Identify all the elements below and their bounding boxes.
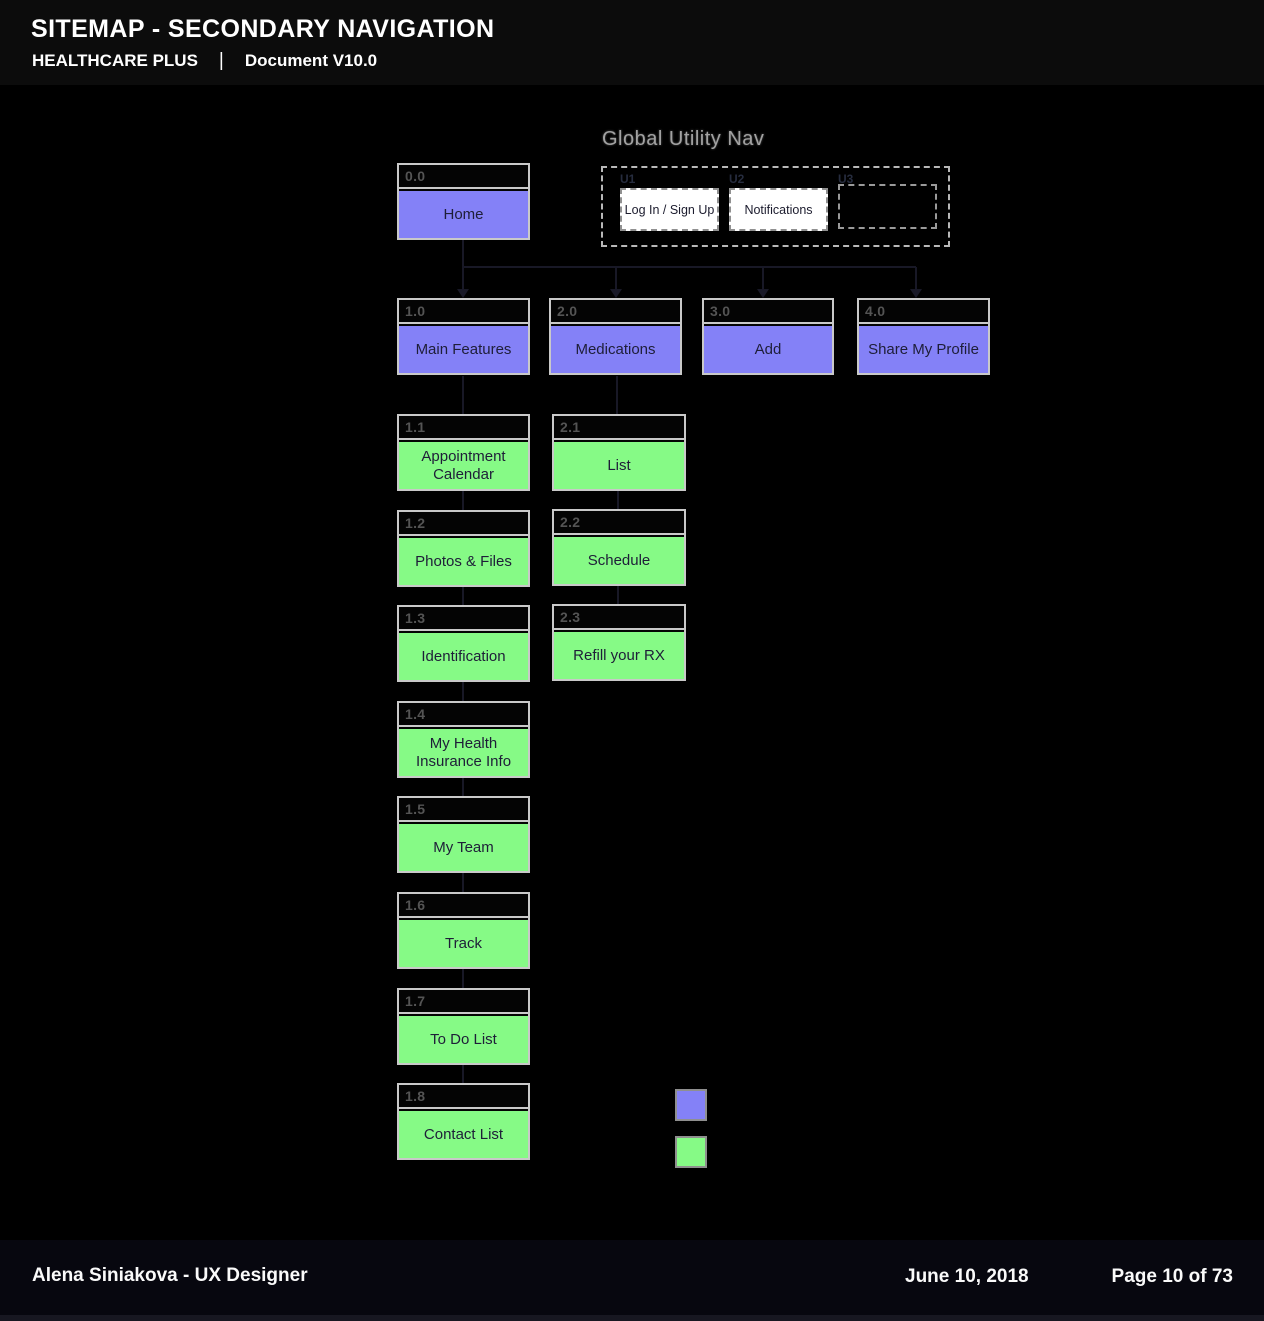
doc-version: Document V10.0 <box>244 51 378 70</box>
node-id: 4.0 <box>859 300 988 324</box>
node-id: 2.1 <box>554 416 684 440</box>
brand-separator: | <box>218 50 224 71</box>
node-label: Contact List <box>399 1111 528 1158</box>
node-label: Share My Profile <box>859 326 988 373</box>
bottom-strip <box>0 1315 1264 1321</box>
utility-item-id-u1: U1 <box>620 172 636 186</box>
utility-nav-title: Global Utility Nav <box>602 128 765 150</box>
utility-item-login: Log In / Sign Up <box>620 188 719 231</box>
node-label: Photos & Files <box>399 538 528 585</box>
node-id: 0.0 <box>399 165 528 189</box>
page-title: SITEMAP - SECONDARY NAVIGATION <box>31 15 495 43</box>
node-id: 1.8 <box>399 1085 528 1109</box>
utility-item-id-u2: U2 <box>729 172 745 186</box>
node-share-my-profile: 4.0 Share My Profile <box>857 298 990 375</box>
node-refill-your-rx: 2.3 Refill your RX <box>552 604 686 681</box>
node-appointment-calendar: 1.1 Appointment Calendar <box>397 414 530 491</box>
node-label: Track <box>399 920 528 967</box>
node-list: 2.1 List <box>552 414 686 491</box>
node-id: 1.7 <box>399 990 528 1014</box>
node-photos-files: 1.2 Photos & Files <box>397 510 530 587</box>
brand-name: HEALTHCARE PLUS <box>32 51 198 70</box>
utility-item-empty <box>838 184 937 229</box>
node-label: Home <box>399 191 528 238</box>
footer-date: June 10, 2018 <box>905 1266 1029 1287</box>
node-label: Identification <box>399 633 528 680</box>
node-id: 2.2 <box>554 511 684 535</box>
node-id: 1.2 <box>399 512 528 536</box>
node-label: My Health Insurance Info <box>399 729 528 776</box>
node-id: 1.3 <box>399 607 528 631</box>
node-id: 1.1 <box>399 416 528 440</box>
node-id: 3.0 <box>704 300 832 324</box>
node-id: 1.6 <box>399 894 528 918</box>
node-schedule: 2.2 Schedule <box>552 509 686 586</box>
node-to-do-list: 1.7 To Do List <box>397 988 530 1065</box>
node-medications: 2.0 Medications <box>549 298 682 375</box>
node-my-health-insurance-info: 1.4 My Health Insurance Info <box>397 701 530 778</box>
page-footer: Alena Siniakova - UX Designer June 10, 2… <box>0 1240 1264 1321</box>
utility-item-id-u3: U3 <box>838 172 854 186</box>
node-id: 1.5 <box>399 798 528 822</box>
footer-page-number: Page 10 of 73 <box>1111 1266 1233 1287</box>
node-id: 1.4 <box>399 703 528 727</box>
utility-item-notifications: Notifications <box>729 188 828 231</box>
page-header: SITEMAP - SECONDARY NAVIGATION HEALTHCAR… <box>0 0 1264 85</box>
node-id: 2.3 <box>554 606 684 630</box>
node-label: Add <box>704 326 832 373</box>
utility-nav-group: U1 U2 U3 Log In / Sign Up Notifications <box>601 166 950 247</box>
node-track: 1.6 Track <box>397 892 530 969</box>
legend-swatch-purple <box>675 1089 707 1121</box>
node-identification: 1.3 Identification <box>397 605 530 682</box>
node-contact-list: 1.8 Contact List <box>397 1083 530 1160</box>
header-subrow: HEALTHCARE PLUS | Document V10.0 <box>32 50 377 72</box>
node-home: 0.0 Home <box>397 163 530 240</box>
node-label: List <box>554 442 684 489</box>
node-label: Refill your RX <box>554 632 684 679</box>
node-my-team: 1.5 My Team <box>397 796 530 873</box>
node-add: 3.0 Add <box>702 298 834 375</box>
node-label: Main Features <box>399 326 528 373</box>
node-label: Appointment Calendar <box>399 442 528 489</box>
node-id: 2.0 <box>551 300 680 324</box>
node-id: 1.0 <box>399 300 528 324</box>
footer-author: Alena Siniakova - UX Designer <box>32 1265 308 1286</box>
node-label: My Team <box>399 824 528 871</box>
node-label: Schedule <box>554 537 684 584</box>
node-label: Medications <box>551 326 680 373</box>
node-main-features: 1.0 Main Features <box>397 298 530 375</box>
node-label: To Do List <box>399 1016 528 1063</box>
legend-swatch-green <box>675 1136 707 1168</box>
